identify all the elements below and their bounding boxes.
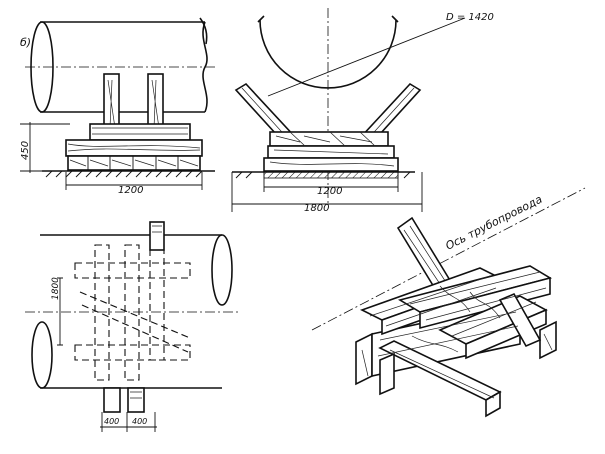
hidden-diagonal (79, 291, 191, 353)
plan-post-bottom-left (103, 387, 121, 413)
view-marker: б) (20, 36, 31, 49)
diameter-leader (267, 17, 466, 97)
spacing-right-label: 400 (132, 417, 147, 426)
outer-dim-label: 1800 (304, 203, 329, 214)
end-view: D = 1420 1200 1800 (231, 8, 494, 214)
spacing-left-label: 400 (104, 417, 119, 426)
main-sleeper (65, 139, 203, 157)
plan-pipe-left-end (31, 321, 53, 389)
pipe-break-tail (199, 17, 208, 45)
plan-pipe-right-end (211, 234, 233, 306)
hidden-beam-bottom (74, 344, 191, 361)
pipe-section (259, 19, 397, 89)
iso-short-post (498, 292, 542, 348)
width-dim-label: 1200 (118, 185, 143, 196)
hidden-post-mid (124, 244, 140, 381)
iso-view: Ось трубопровода (311, 187, 586, 418)
diameter-label: D = 1420 (446, 12, 494, 23)
inner-dim-label: 1200 (317, 186, 342, 197)
plan-length-label: 1800 (51, 277, 61, 300)
pipeline-axis-line (311, 187, 586, 331)
side-view: б) 450 1200 (20, 17, 218, 196)
plan-post-bottom-right (127, 387, 145, 413)
lower-blocks (67, 155, 201, 171)
plan-view: 1800 400 400 (25, 221, 240, 432)
iso-beam-end-2 (539, 320, 557, 360)
height-dim-label: 450 (20, 141, 31, 160)
upper-beams (89, 123, 191, 141)
axis-label: Ось трубопровода (443, 193, 544, 253)
hidden-beam-top (74, 262, 191, 279)
hidden-post-left (94, 244, 110, 381)
end-beam-low (263, 157, 399, 172)
